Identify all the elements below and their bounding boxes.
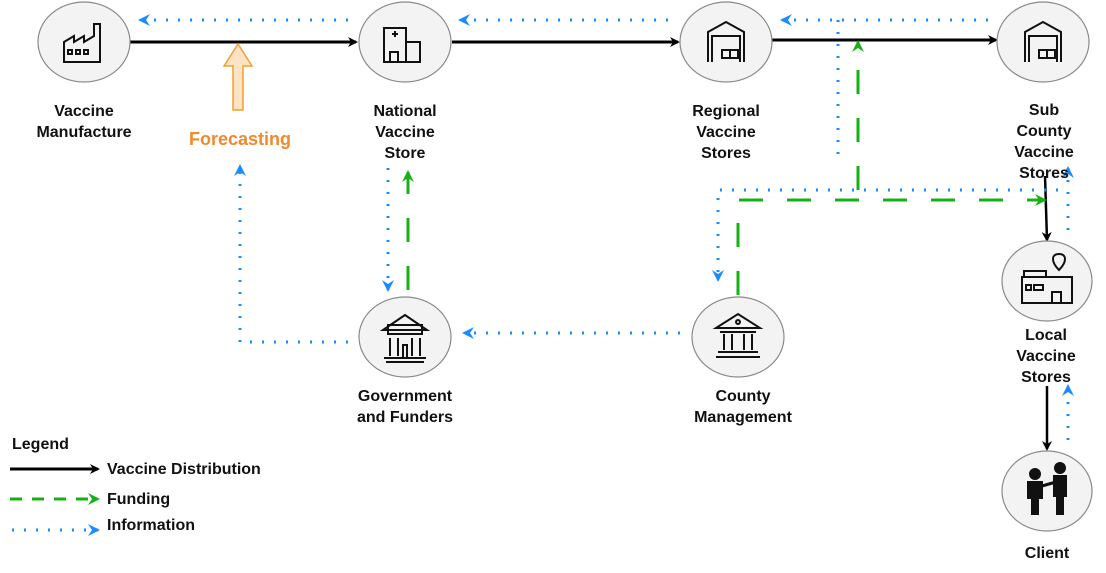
warehouse-icon	[1024, 20, 1062, 62]
hospital-building-icon	[383, 27, 421, 63]
node-circles	[37, 1, 1093, 532]
label-subcounty: Sub County Vaccine Stores	[1014, 102, 1074, 182]
legend-funding: Funding	[107, 491, 171, 508]
label-client: Client	[1024, 545, 1070, 562]
clinic-location-icon	[1021, 252, 1073, 304]
label-national: National Vaccine Store	[373, 103, 437, 162]
forecasting-arrow-icon	[222, 42, 254, 111]
label-regional: Regional Vaccine Stores	[692, 103, 760, 162]
label-government: Government and Funders	[356, 388, 454, 426]
distribution-edges	[130, 35, 1052, 451]
label-manufacture: Vaccine Manufacture	[36, 103, 132, 141]
label-local: Local Vaccine Stores	[1016, 327, 1076, 386]
vaccination-people-icon	[1027, 462, 1067, 515]
node-client[interactable]	[1001, 450, 1093, 532]
courthouse-icon	[712, 312, 764, 358]
forecasting-label: Forecasting	[188, 129, 292, 149]
government-building-icon	[379, 313, 431, 363]
legend-distribution: Vaccine Distribution	[107, 461, 261, 478]
legend-title: Legend	[12, 436, 69, 453]
warehouse-icon	[707, 20, 745, 62]
label-county: County Management	[694, 388, 792, 426]
factory-icon	[63, 23, 101, 63]
funding-edges	[10, 40, 1047, 505]
node-regional[interactable]	[679, 1, 773, 83]
node-local[interactable]	[1001, 240, 1093, 322]
information-edges	[12, 14, 1074, 536]
node-county[interactable]	[691, 296, 785, 378]
node-government[interactable]	[358, 296, 452, 378]
node-subcounty[interactable]	[996, 1, 1090, 83]
legend-information: Information	[107, 517, 195, 534]
